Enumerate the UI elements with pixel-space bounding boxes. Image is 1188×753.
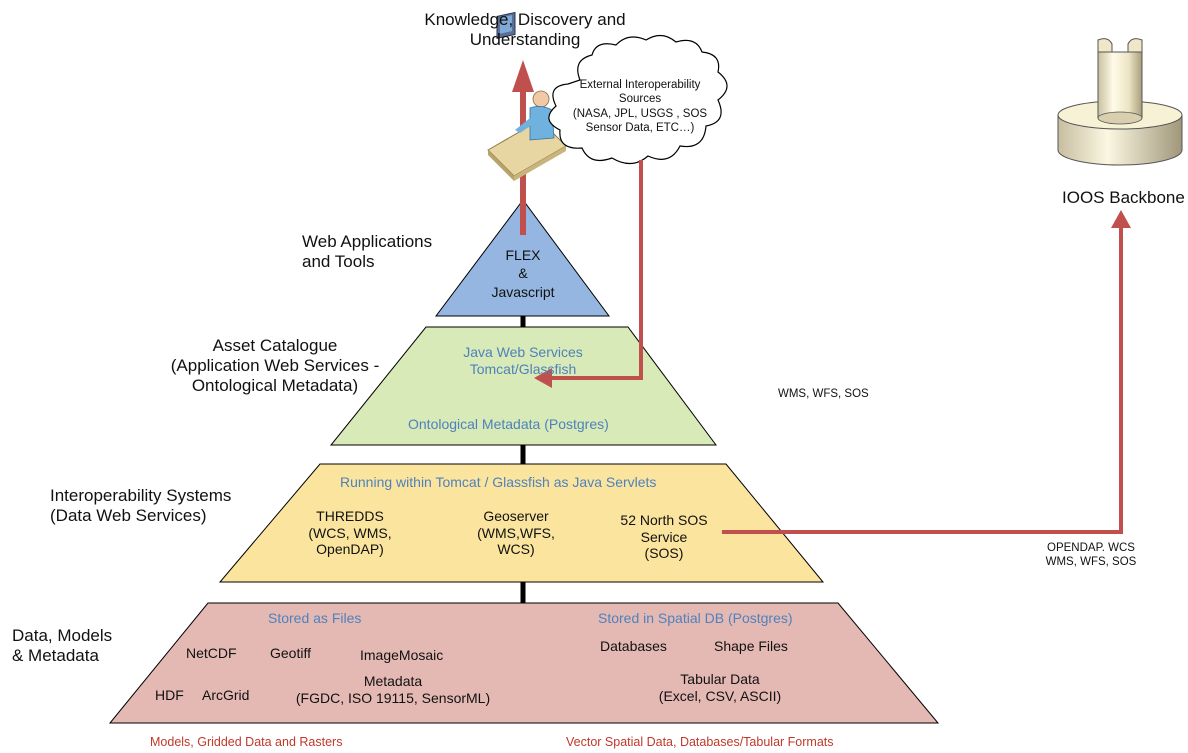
- interoperability-side-label: Interoperability Systems (Data Web Servi…: [50, 486, 231, 526]
- backbone-link-label-line2: WMS, WFS, SOS: [1045, 555, 1137, 568]
- metadata-line-1: Metadata: [363, 673, 423, 689]
- web-apps-flex: FLEX: [505, 247, 541, 263]
- cloud-line-4: Sensor Data, ETC…): [585, 122, 695, 135]
- thredds-block: THREDDS (WCS, WMS, OpenDAP): [300, 508, 400, 558]
- arcgrid-label: ArcGrid: [202, 687, 250, 703]
- tabular-line-1: Tabular Data: [680, 671, 760, 687]
- tabular-data-block: Tabular Data (Excel, CSV, ASCII): [630, 671, 810, 704]
- stored-as-files-label: Stored as Files: [268, 610, 362, 626]
- asset-catalogue-side-label: Asset Catalogue (Application Web Service…: [150, 336, 400, 396]
- thredds-line-1: THREDDS: [316, 508, 384, 524]
- knowledge-goal-label: Knowledge, Discovery and Understanding: [424, 10, 626, 50]
- upward-arrow-head: [512, 60, 534, 92]
- data-side-label: Data, Models & Metadata: [12, 626, 112, 666]
- metadata-line-2: (FGDC, ISO 19115, SensorML): [295, 689, 491, 706]
- asset-catalogue-trapezoid: [329, 326, 717, 446]
- tomcat-glassfish-label: Tomcat/Glassfish: [469, 360, 577, 377]
- web-apps-side-label: Web Applications and Tools: [302, 232, 432, 272]
- geoserver-line-3: WCS): [497, 541, 535, 558]
- interoperability-header: Running within Tomcat / Glassfish as Jav…: [340, 474, 657, 490]
- asset-catalogue-side-label-3: Ontological Metadata): [191, 376, 359, 396]
- footer-left-label: Models, Gridded Data and Rasters: [150, 735, 343, 749]
- geoserver-block: Geoserver (WMS,WFS, WCS): [466, 508, 566, 558]
- geotiff-label: Geotiff: [270, 645, 311, 661]
- sos-line-1: 52 North SOS: [620, 512, 708, 528]
- web-apps-side-label-1: Web Applications: [302, 232, 433, 251]
- geoserver-line-2: (WMS,WFS,: [477, 524, 555, 541]
- external-sources-cloud: [548, 34, 728, 165]
- asset-catalogue-services: Java Web Services Tomcat/Glassfish: [443, 344, 603, 377]
- asset-catalogue-side-label-1: Asset Catalogue: [212, 336, 338, 355]
- data-side-label-1: Data, Models: [12, 626, 113, 645]
- netcdf-label: NetCDF: [186, 645, 237, 661]
- stored-in-db-label: Stored in Spatial DB (Postgres): [598, 610, 793, 626]
- ioos-backbone-label: IOOS Backbone: [1062, 188, 1185, 207]
- interoperability-trapezoid: [218, 463, 825, 583]
- thredds-line-3: OpenDAP): [316, 541, 384, 558]
- external-sources-text: External Interoperability Sources (NASA,…: [572, 78, 708, 136]
- ioos-backbone-icon: [1057, 38, 1183, 166]
- web-apps-side-label-2: and Tools: [302, 252, 375, 272]
- data-side-label-2: & Metadata: [12, 646, 99, 666]
- web-apps-amp: &: [518, 265, 528, 282]
- shape-files-label: Shape Files: [714, 638, 788, 654]
- external-link-line: [550, 160, 643, 380]
- backbone-link-label: OPENDAP. WCS WMS, WFS, SOS: [1036, 542, 1146, 569]
- backbone-link-label-line1: OPENDAP. WCS: [1047, 542, 1135, 554]
- web-apps-javascript: Javascript: [491, 283, 555, 300]
- interoperability-side-label-2: (Data Web Services): [50, 506, 207, 526]
- cloud-line-2: Sources: [618, 93, 662, 106]
- sos-line-3: (SOS): [644, 545, 684, 562]
- thredds-line-2: (WCS, WMS,: [308, 524, 392, 541]
- interoperability-side-label-1: Interoperability Systems: [50, 486, 232, 505]
- imagemosaic-label: ImageMosaic: [360, 647, 444, 663]
- cloud-line-3: (NASA, JPL, USGS , SOS: [572, 107, 708, 120]
- backbone-link-line: [722, 225, 1123, 534]
- tabular-line-2: (Excel, CSV, ASCII): [658, 687, 782, 704]
- data-trapezoid: [108, 602, 940, 724]
- asset-catalogue-side-label-2: (Application Web Services -: [170, 356, 380, 376]
- hdf-label: HDF: [155, 687, 184, 703]
- geoserver-line-1: Geoserver: [483, 508, 549, 524]
- databases-label: Databases: [600, 638, 667, 654]
- metadata-block: Metadata (FGDC, ISO 19115, SensorML): [288, 673, 498, 706]
- external-link-label: WMS, WFS, SOS: [778, 388, 869, 400]
- user-at-computer-icon: [487, 11, 567, 181]
- java-web-services-label: Java Web Services: [463, 344, 583, 360]
- cloud-line-1: External Interoperability: [579, 79, 701, 91]
- backbone-link-arrowhead: [1111, 210, 1131, 228]
- footer-right-label: Vector Spatial Data, Databases/Tabular F…: [566, 735, 834, 749]
- sos-line-2: Service: [640, 528, 688, 545]
- web-apps-content: FLEX & Javascript: [483, 246, 563, 301]
- ontological-metadata-label: Ontological Metadata (Postgres): [408, 416, 609, 432]
- sos-block: 52 North SOS Service (SOS): [604, 512, 724, 562]
- external-link-arrowhead: [534, 368, 552, 388]
